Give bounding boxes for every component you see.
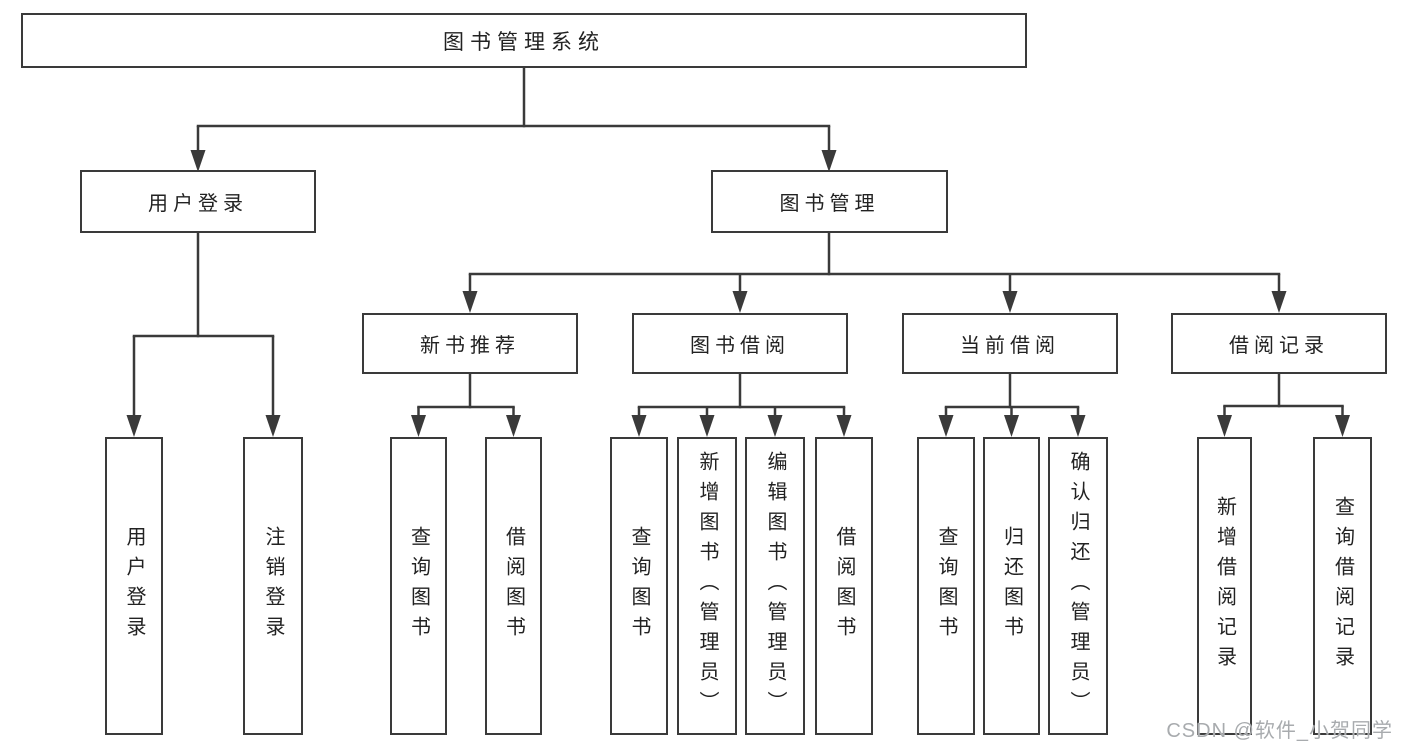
leaf-logout: 注销登录 [243, 437, 303, 735]
leaf-current-confirm-return-admin: 确认归还（管理员） [1048, 437, 1108, 735]
node-borrow-records: 借阅记录 [1171, 313, 1387, 374]
node-library-management-system: 图书管理系统 [21, 13, 1027, 68]
leaf-borrowing-edit-books-admin-label: 编辑图书（管理员） [764, 451, 786, 721]
leaf-newrec-query-books-label: 查询图书 [407, 526, 430, 646]
leaf-newrec-query-books: 查询图书 [390, 437, 447, 735]
leaf-current-query-books: 查询图书 [917, 437, 975, 735]
leaf-records-add-record-label: 新增借阅记录 [1213, 496, 1236, 676]
leaf-borrowing-query-books-label: 查询图书 [628, 526, 650, 646]
leaf-current-return-books: 归还图书 [983, 437, 1040, 735]
leaf-current-query-books-label: 查询图书 [935, 526, 957, 646]
leaf-current-return-books-label: 归还图书 [1000, 526, 1023, 646]
leaf-newrec-borrow-books: 借阅图书 [485, 437, 542, 735]
leaf-borrowing-borrow-books-label: 借阅图书 [833, 526, 855, 646]
leaf-records-add-record: 新增借阅记录 [1197, 437, 1252, 735]
leaf-borrowing-add-books-admin-label: 新增图书（管理员） [696, 451, 718, 721]
node-book-management: 图书管理 [711, 170, 948, 233]
node-user-login: 用户登录 [80, 170, 316, 233]
leaf-borrowing-edit-books-admin: 编辑图书（管理员） [745, 437, 805, 735]
leaf-records-query-record-label: 查询借阅记录 [1331, 496, 1354, 676]
leaf-newrec-borrow-books-label: 借阅图书 [502, 526, 525, 646]
leaf-user-login: 用户登录 [105, 437, 163, 735]
leaf-borrowing-borrow-books: 借阅图书 [815, 437, 873, 735]
leaf-logout-label: 注销登录 [262, 526, 284, 646]
node-current-borrowing: 当前借阅 [902, 313, 1118, 374]
leaf-user-login-label: 用户登录 [123, 526, 145, 646]
leaf-current-confirm-return-admin-label: 确认归还（管理员） [1067, 451, 1089, 721]
leaf-borrowing-query-books: 查询图书 [610, 437, 668, 735]
arrowheads [126, 150, 1350, 437]
node-new-book-recommend: 新书推荐 [362, 313, 578, 374]
leaf-records-query-record: 查询借阅记录 [1313, 437, 1372, 735]
watermark: CSDN @软件_小贺同学 [1166, 720, 1393, 742]
leaf-borrowing-add-books-admin: 新增图书（管理员） [677, 437, 737, 735]
node-book-borrowing: 图书借阅 [632, 313, 848, 374]
